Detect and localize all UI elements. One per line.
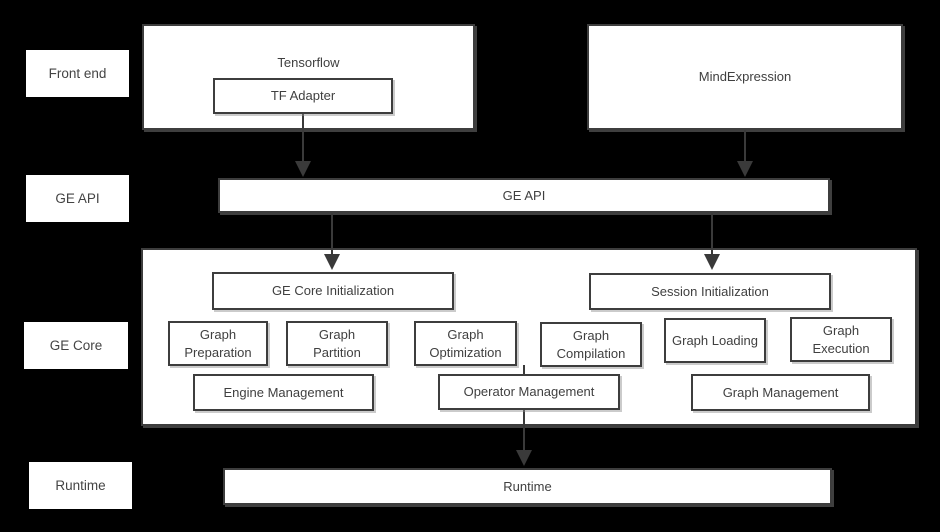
graph-optimization-label: Graph Optimization — [429, 326, 502, 360]
arrowhead-ge-api-to-ge-core-init-icon — [324, 254, 340, 270]
side-label-ge-api: GE API — [26, 175, 129, 222]
side-label-ge-core-text: GE Core — [49, 338, 103, 353]
graph-partition-label: Graph Partition — [313, 326, 361, 360]
graph-execution-box: Graph Execution — [790, 317, 892, 362]
side-label-runtime-text: Runtime — [55, 478, 106, 493]
arrowhead-ge-api-to-session-init-icon — [704, 254, 720, 270]
graph-optimization-box: Graph Optimization — [414, 321, 517, 366]
graph-loading-box: Graph Loading — [664, 318, 766, 363]
arrow-ge-api-to-ge-core-init — [331, 213, 333, 255]
runtime-bar-label: Runtime — [503, 478, 552, 494]
ge-api-bar-label: GE API — [502, 187, 546, 203]
tensorflow-box: Tensorflow — [142, 24, 475, 130]
ge-core-container: GE Core Initialization Session Initializ… — [141, 248, 917, 426]
runtime-bar: Runtime — [223, 468, 832, 505]
tf-adapter-box: TF Adapter — [213, 78, 393, 114]
graph-preparation-box: Graph Preparation — [168, 321, 268, 366]
arrow-ge-api-to-session-init — [711, 213, 713, 255]
side-label-ge-api-text: GE API — [55, 191, 100, 206]
ge-core-initialization-label: GE Core Initialization — [271, 283, 395, 299]
side-label-ge-core: GE Core — [24, 322, 128, 369]
graph-compilation-label: Graph Compilation — [556, 327, 626, 361]
graph-compilation-box: Graph Compilation — [540, 322, 642, 367]
side-label-front-end: Front end — [26, 50, 129, 97]
arrowhead-tf-adapter-to-ge-api-icon — [295, 161, 311, 177]
session-initialization-box: Session Initialization — [589, 273, 831, 310]
operator-management-box: Operator Management — [438, 374, 620, 410]
arrowhead-ge-core-to-runtime-icon — [516, 450, 532, 466]
ge-api-bar: GE API — [218, 178, 830, 213]
arrow-tf-adapter-to-ge-api — [302, 114, 304, 163]
engine-management-box: Engine Management — [193, 374, 374, 411]
graph-partition-box: Graph Partition — [286, 321, 388, 366]
graph-loading-label: Graph Loading — [672, 332, 759, 348]
graph-preparation-label: Graph Preparation — [184, 326, 252, 360]
mindexpression-box: MindExpression — [587, 24, 903, 130]
graph-execution-label: Graph Execution — [812, 322, 870, 356]
session-initialization-label: Session Initialization — [651, 283, 769, 299]
arrowhead-mindexpression-to-ge-api-icon — [737, 161, 753, 177]
graph-management-box: Graph Management — [691, 374, 870, 411]
side-label-front-end-text: Front end — [48, 66, 107, 81]
arrow-mindexpression-to-ge-api — [744, 130, 746, 163]
tensorflow-label: Tensorflow — [277, 55, 340, 70]
mindexpression-label: MindExpression — [698, 69, 792, 85]
side-label-runtime: Runtime — [29, 462, 132, 509]
tf-adapter-label: TF Adapter — [270, 88, 336, 104]
graph-management-label: Graph Management — [722, 384, 839, 400]
operator-management-label: Operator Management — [463, 384, 595, 400]
ge-core-initialization-box: GE Core Initialization — [212, 272, 454, 310]
engine-management-label: Engine Management — [223, 384, 344, 400]
